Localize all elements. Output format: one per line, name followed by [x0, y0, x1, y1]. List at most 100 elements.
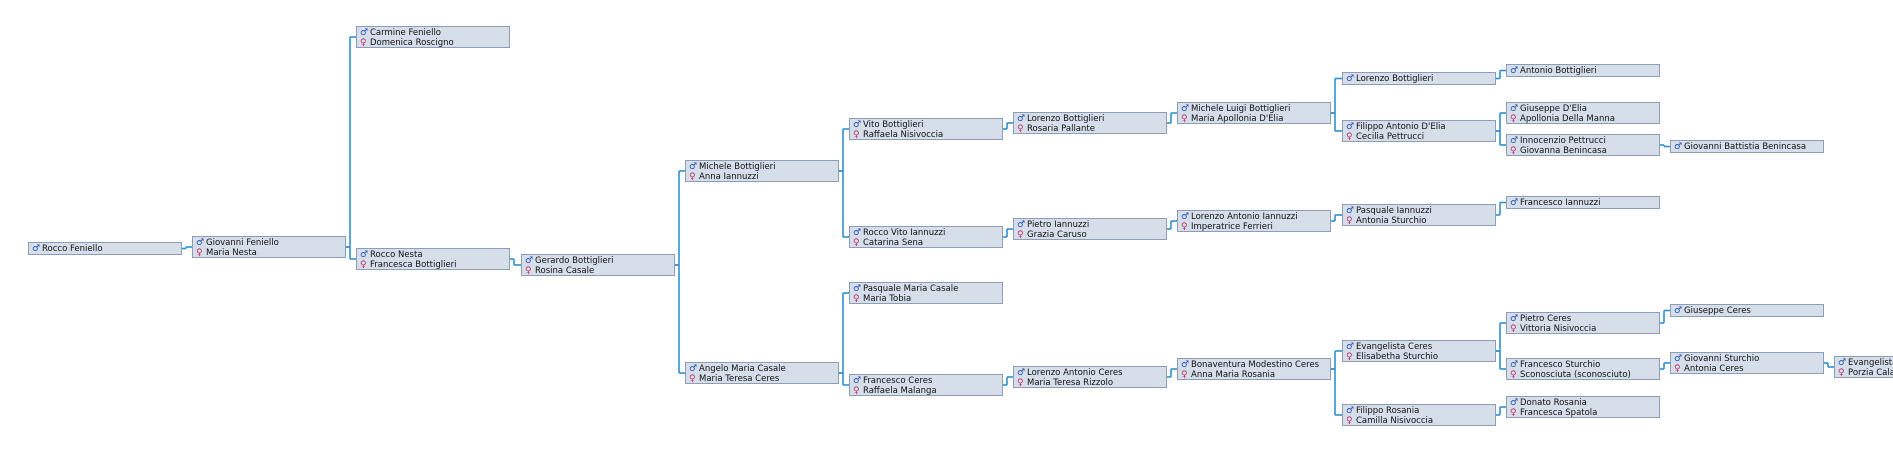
person-box-g11a[interactable]: ♂Evangelista Ceres♀Porzia Calabrese	[1834, 356, 1893, 378]
male-symbol-icon: ♂	[1017, 220, 1026, 230]
male-symbol-icon: ♂	[1346, 206, 1355, 216]
male-row: ♂Lorenzo Antonio Ceres	[1017, 368, 1166, 378]
male-symbol-icon: ♂	[1510, 104, 1519, 114]
female-row: ♀Vittoria Nisivoccia	[1510, 324, 1659, 334]
male-name: Lorenzo Bottiglieri	[1027, 114, 1105, 124]
male-name: Giuseppe D'Elia	[1520, 104, 1587, 114]
female-symbol-icon: ♀	[853, 130, 860, 140]
female-name: Vittoria Nisivoccia	[1520, 324, 1597, 334]
female-name: Antonia Ceres	[1684, 364, 1744, 374]
female-symbol-icon: ♀	[360, 260, 367, 270]
male-row: ♂Francesco Iannuzzi	[1510, 198, 1659, 208]
person-box-g7b[interactable]: ♂Lorenzo Antonio Iannuzzi♀Imperatrice Fe…	[1177, 210, 1331, 232]
male-symbol-icon: ♂	[1181, 212, 1190, 222]
person-box-g6c[interactable]: ♂Lorenzo Antonio Ceres♀Maria Teresa Rizz…	[1013, 366, 1167, 388]
female-row: ♀Camilla Nisivoccia	[1346, 416, 1495, 425]
male-symbol-icon: ♂	[853, 120, 862, 130]
male-symbol-icon: ♂	[689, 162, 698, 172]
female-symbol-icon: ♀	[689, 374, 696, 384]
person-box-g6a[interactable]: ♂Lorenzo Bottiglieri♀Rosaria Pallante	[1013, 112, 1167, 134]
person-box-root[interactable]: ♂Rocco Feniello	[28, 242, 182, 255]
person-box-g10c[interactable]: ♂Giovanni Sturchio♀Antonia Ceres	[1670, 352, 1824, 374]
female-row: ♀Rosina Casale	[525, 266, 674, 276]
male-row: ♂Pasquale Maria Casale	[853, 284, 1002, 294]
person-box-g9a[interactable]: ♂Antonio Bottiglieri	[1506, 64, 1660, 77]
person-box-g8c[interactable]: ♂Pasquale Iannuzzi♀Antonia Sturchio	[1342, 204, 1496, 226]
male-symbol-icon: ♂	[1346, 74, 1355, 84]
person-box-g8a[interactable]: ♂Lorenzo Bottiglieri	[1342, 72, 1496, 85]
person-box-g4a[interactable]: ♂Michele Bottiglieri♀Anna Iannuzzi	[685, 160, 839, 182]
person-box-g5b[interactable]: ♂Rocco Vito Iannuzzi♀Catarina Sena	[849, 226, 1003, 248]
female-symbol-icon: ♀	[360, 38, 367, 48]
female-name: Apollonia Della Manna	[1520, 114, 1615, 124]
female-name: Giovanna Benincasa	[1520, 146, 1607, 156]
person-box-g1[interactable]: ♂Giovanni Feniello♀Maria Nesta	[192, 236, 346, 258]
male-row: ♂Giovanni Battistia Benincasa	[1674, 142, 1823, 152]
male-name: Giovanni Feniello	[206, 238, 279, 248]
person-box-g8d[interactable]: ♂Evangelista Ceres♀Elisabetha Sturchio	[1342, 340, 1496, 362]
male-symbol-icon: ♂	[1181, 360, 1190, 370]
person-box-g9g[interactable]: ♂Donato Rosania♀Francesca Spatola	[1506, 396, 1660, 418]
male-row: ♂Giovanni Feniello	[196, 238, 345, 248]
male-name: Michele Bottiglieri	[699, 162, 776, 172]
person-box-g5a[interactable]: ♂Vito Bottiglieri♀Raffaela Nisivoccia	[849, 118, 1003, 140]
female-name: Raffaela Nisivoccia	[863, 130, 944, 140]
female-name: Anna Maria Rosania	[1191, 370, 1276, 380]
female-symbol-icon: ♀	[689, 172, 696, 182]
person-box-g2b[interactable]: ♂Rocco Nesta♀Francesca Bottiglieri	[356, 248, 510, 270]
male-name: Gerardo Bottiglieri	[535, 256, 614, 266]
male-name: Pasquale Maria Casale	[863, 284, 959, 294]
person-box-g7a[interactable]: ♂Michele Luigi Bottiglieri♀Maria Apollon…	[1177, 102, 1331, 124]
male-symbol-icon: ♂	[360, 250, 369, 260]
person-box-g10b[interactable]: ♂Giuseppe Ceres	[1670, 304, 1824, 317]
person-box-g6b[interactable]: ♂Pietro Iannuzzi♀Grazia Caruso	[1013, 218, 1167, 240]
person-box-g9f[interactable]: ♂Francesco Sturchio♀Sconosciuta (sconosc…	[1506, 358, 1660, 380]
person-box-g9c[interactable]: ♂Innocenzio Pettrucci♀Giovanna Benincasa	[1506, 134, 1660, 156]
male-row: ♂Pasquale Iannuzzi	[1346, 206, 1495, 216]
female-row: ♀Anna Maria Rosania	[1181, 370, 1330, 380]
male-row: ♂Rocco Vito Iannuzzi	[853, 228, 1002, 238]
female-row: ♀Antonia Ceres	[1674, 364, 1823, 374]
person-box-g8e[interactable]: ♂Filippo Rosania♀Camilla Nisivoccia	[1342, 404, 1496, 426]
person-box-g2a[interactable]: ♂Carmine Feniello♀Domenica Roscigno	[356, 26, 510, 48]
person-box-g3[interactable]: ♂Gerardo Bottiglieri♀Rosina Casale	[521, 254, 675, 276]
male-symbol-icon: ♂	[1674, 354, 1683, 364]
female-symbol-icon: ♀	[1510, 370, 1517, 380]
male-symbol-icon: ♂	[1346, 342, 1355, 352]
person-box-g9b[interactable]: ♂Giuseppe D'Elia♀Apollonia Della Manna	[1506, 102, 1660, 124]
female-symbol-icon: ♀	[1181, 370, 1188, 380]
female-name: Sconosciuta (sconosciuto)	[1520, 370, 1631, 380]
female-symbol-icon: ♀	[1017, 230, 1024, 240]
female-row: ♀Cecilia Pettrucci	[1346, 132, 1495, 141]
male-name: Rocco Feniello	[42, 244, 103, 254]
person-box-g4b[interactable]: ♂Angelo Maria Casale♀Maria Teresa Ceres	[685, 362, 839, 384]
person-box-g9e[interactable]: ♂Pietro Ceres♀Vittoria Nisivoccia	[1506, 312, 1660, 334]
female-symbol-icon: ♀	[525, 266, 532, 276]
male-symbol-icon: ♂	[525, 256, 534, 266]
male-symbol-icon: ♂	[1510, 398, 1519, 408]
female-name: Maria Nesta	[206, 248, 257, 258]
person-box-g8b[interactable]: ♂Filippo Antonio D'Elia♀Cecilia Pettrucc…	[1342, 120, 1496, 142]
male-row: ♂Gerardo Bottiglieri	[525, 256, 674, 266]
person-box-g5d[interactable]: ♂Francesco Ceres♀Raffaela Malanga	[849, 374, 1003, 396]
male-symbol-icon: ♂	[1346, 122, 1355, 132]
male-symbol-icon: ♂	[1674, 142, 1683, 152]
male-symbol-icon: ♂	[1510, 360, 1519, 370]
female-name: Grazia Caruso	[1027, 230, 1087, 240]
male-symbol-icon: ♂	[689, 364, 698, 374]
male-name: Rocco Nesta	[370, 250, 423, 260]
female-name: Maria Apollonia D'Elia	[1191, 114, 1284, 124]
person-box-g9d[interactable]: ♂Francesco Iannuzzi	[1506, 196, 1660, 209]
male-name: Giovanni Battistia Benincasa	[1684, 142, 1807, 152]
person-box-g10a[interactable]: ♂Giovanni Battistia Benincasa	[1670, 140, 1824, 153]
person-box-g7c[interactable]: ♂Bonaventura Modestino Ceres♀Anna Maria …	[1177, 358, 1331, 380]
female-row: ♀Apollonia Della Manna	[1510, 114, 1659, 124]
female-name: Maria Teresa Rizzolo	[1027, 378, 1114, 388]
female-row: ♀Maria Tobia	[853, 294, 1002, 303]
male-row: ♂Rocco Feniello	[32, 244, 181, 254]
person-box-g5c[interactable]: ♂Pasquale Maria Casale♀Maria Tobia	[849, 282, 1003, 304]
male-name: Francesco Iannuzzi	[1520, 198, 1601, 208]
male-symbol-icon: ♂	[1181, 104, 1190, 114]
male-row: ♂Evangelista Ceres	[1838, 358, 1893, 368]
female-row: ♀Grazia Caruso	[1017, 230, 1166, 240]
